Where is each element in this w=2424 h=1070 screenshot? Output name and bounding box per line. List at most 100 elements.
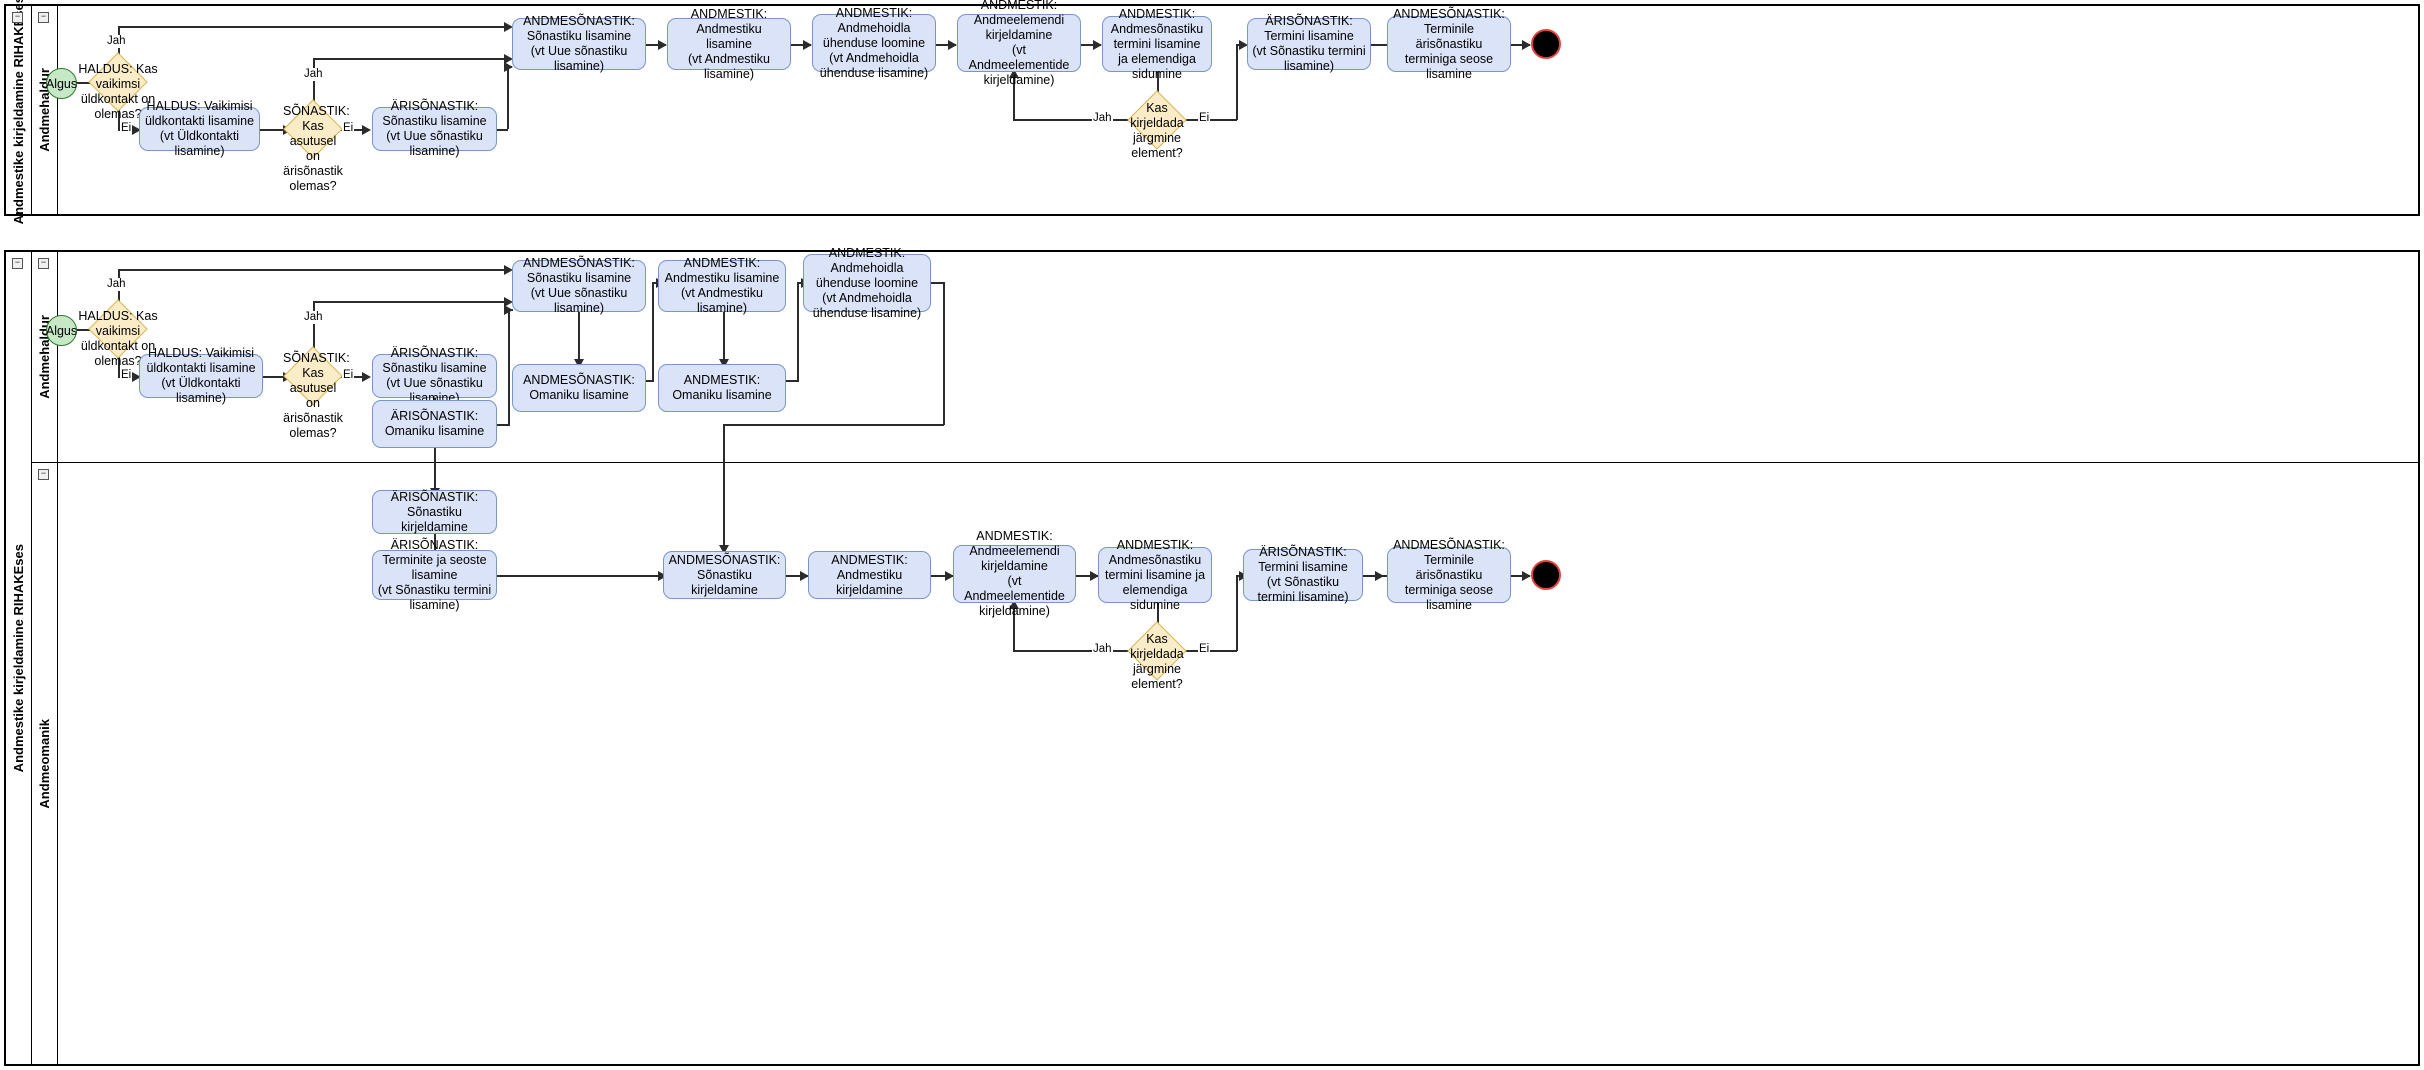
pool-title-1: Andmestike kirjeldamine RIHAKEses — [6, 0, 32, 224]
edge-label-kontakt-jah-2: Jah — [106, 278, 127, 291]
edge-gw-sonastik-jah-h-2 — [313, 301, 508, 303]
lane-collapse-icon-2b[interactable]: − — [38, 469, 49, 480]
pool-collapse-icon-1[interactable]: − — [12, 12, 23, 23]
arrowhead — [132, 124, 141, 135]
task-label: ÄRISÕNASTIK: Sõnastiku kirjeldamine — [390, 489, 479, 534]
lane-collapse-icon-1[interactable]: − — [38, 12, 49, 23]
task-andmeelement-kirjeldamine-1[interactable]: ANDMESTIK: Andmeelemendi kirjeldamine(vt… — [957, 0, 1081, 87]
task-label: ANDMESTIK: Andmestiku lisamine(vt Andmes… — [664, 256, 780, 315]
task-andmesonastik-lisamine-1[interactable]: ANDMESÕNASTIK: Sõnastiku lisamine(vt Uue… — [512, 14, 646, 73]
task-label: ANDMESTIK: Andmesõnastiku termini lisami… — [1110, 6, 1204, 81]
edge-gw-jah-v-2 — [1013, 607, 1015, 651]
task-terminile-seos-2[interactable]: ANDMESÕNASTIK: Terminile ärisõnastiku te… — [1387, 538, 1511, 612]
task-label: ANDMESTIK: Andmehoidla ühenduse loomine(… — [812, 245, 922, 320]
end-event-1[interactable] — [1531, 29, 1561, 59]
task-label: ANDMESÕNASTIK: Sõnastiku lisamine(vt Uue… — [523, 14, 635, 73]
task-andmestik-lisamine-1[interactable]: ANDMESTIK: Andmestiku lisamine(vt Andmes… — [667, 7, 791, 81]
lane-collapse-icon-2a[interactable]: − — [38, 258, 49, 269]
task-label: ANDMESTIK: Andmeelemendi kirjeldamine(vt… — [964, 529, 1065, 618]
task-andmestik-kirjeldamine-2[interactable]: ANDMESTIK: Andmestiku kirjeldamine — [808, 551, 931, 599]
task-andmeelement-kirjeldamine-2[interactable]: ANDMESTIK: Andmeelemendi kirjeldamine(vt… — [953, 529, 1076, 618]
lane-title-andmeomanik-2: Andmeomanik — [32, 463, 58, 1064]
lane-title-andmehaldur-2: Andmehaldur — [32, 252, 58, 462]
start-event-1[interactable]: Algus — [46, 68, 77, 99]
collapse-glyph: − — [40, 468, 47, 478]
task-termini-sidumine-1[interactable]: ANDMESTIK: Andmesõnastiku termini lisami… — [1102, 7, 1212, 81]
task-label: ÄRISÕNASTIK: Omaniku lisamine — [384, 409, 485, 438]
edge-andmesonastik-to-omanik — [578, 304, 580, 364]
pool-diagram-2: Andmestike kirjeldamine RIHAKEses − Andm… — [4, 246, 2420, 1066]
end-event-2[interactable] — [1531, 560, 1561, 590]
edge-ari-sonastik-h — [497, 129, 508, 131]
edge-kontakt-to-gw-sonastik-2 — [263, 376, 288, 378]
task-arisonastik-lisamine-2[interactable]: ÄRISÕNASTIK: Sõnastiku lisamine(vt Uue s… — [372, 346, 497, 405]
edge-label-sonastik-ei-2: Ei — [342, 369, 355, 382]
arrowhead — [658, 570, 667, 581]
task-termini-sidumine-2[interactable]: ANDMESTIK: Andmesõnastiku termini lisami… — [1098, 538, 1212, 612]
edge-gw-jah-v — [1013, 76, 1015, 120]
task-label: ANDMESTIK: Andmestiku lisamine(vt Andmes… — [688, 6, 770, 81]
edge-andmeson-kirj-to-andmestik-kirj — [786, 575, 808, 577]
task-arisonastik-terminid-2[interactable]: ÄRISÕNASTIK: Terminite ja seoste lisamin… — [372, 538, 497, 612]
edge-start-to-gw-kontakt — [74, 82, 96, 84]
edge-gw-ei-v-2 — [1236, 575, 1238, 651]
pool-collapse-icon-2[interactable]: − — [12, 258, 23, 269]
lane-andmehaldur-2: Andmehaldur − — [32, 252, 2418, 462]
pool-title-2: Andmestike kirjeldamine RIHAKEses — [6, 252, 32, 1064]
pool-title-label-1: Andmestike kirjeldamine RIHAKEses — [11, 0, 26, 225]
arrowhead — [504, 21, 513, 32]
edge-label-jargmine-ei-2: Ei — [1198, 643, 1211, 656]
task-label: ÄRISÕNASTIK: Termini lisamine(vt Sõnasti… — [1252, 14, 1366, 73]
arrowhead — [1093, 39, 1102, 50]
task-terminile-seos-1[interactable]: ANDMESÕNASTIK: Terminile ärisõnastiku te… — [1387, 7, 1511, 81]
edge-andmestik-omanik-v — [797, 282, 799, 381]
task-label: ÄRISÕNASTIK: Sõnastiku lisamine(vt Uue s… — [382, 99, 487, 158]
task-arisonastik-lisamine-1[interactable]: ÄRISÕNASTIK: Sõnastiku lisamine(vt Uue s… — [372, 99, 497, 158]
task-vaikimisi-uldkontakt-2[interactable]: HALDUS: Vaikimisi üldkontakti lisamine(v… — [139, 346, 263, 405]
edge-gw-sonastik-jah-v-2 — [313, 301, 315, 351]
edge-ari-omanik-down — [434, 448, 436, 493]
task-andmesonastik-lisamine-2[interactable]: ANDMESÕNASTIK: Sõnastiku lisamine(vt Uue… — [512, 256, 646, 315]
edge-andmehoidla-h2 — [723, 424, 944, 426]
edge-terminid-to-andmeson-kirj — [497, 575, 664, 577]
arrowhead — [504, 53, 513, 64]
edge-ari-omanik-v — [508, 309, 510, 425]
lane-label-andmeomanik-2: Andmeomanik — [37, 718, 52, 809]
arrowhead — [718, 359, 729, 368]
pool-diagram-1: Andmestike kirjeldamine RIHAKEses − Andm… — [4, 0, 2420, 224]
task-arisonastik-termin-2[interactable]: ÄRISÕNASTIK: Termini lisamine(vt Sõnasti… — [1243, 545, 1363, 604]
edge-gw-jah-h-2 — [1013, 650, 1131, 652]
arrowhead — [1239, 39, 1248, 50]
start-event-label-1: Algus — [45, 76, 78, 91]
task-andmehoidla-uhendus-1[interactable]: ANDMESTIK: Andmehoidla ühenduse loomine(… — [812, 6, 936, 80]
task-vaikimisi-uldkontakt-1[interactable]: HALDUS: Vaikimisi üldkontakti lisamine(v… — [139, 99, 260, 158]
start-event-2[interactable]: Algus — [46, 315, 77, 346]
arrowhead — [504, 304, 513, 315]
edge-gw-sonastik-jah-h — [313, 58, 508, 60]
arrowhead — [1090, 570, 1099, 581]
arrowhead — [718, 545, 729, 554]
edge-andmestik-to-andmehoidla — [791, 44, 811, 46]
task-andmestik-lisamine-2[interactable]: ANDMESTIK: Andmestiku lisamine(vt Andmes… — [658, 256, 786, 315]
edge-label-kontakt-ei-2: Ei — [120, 369, 133, 382]
lane-title-andmehaldur-1: Andmehaldur — [32, 6, 58, 214]
edge-sidumine-to-gw — [1157, 72, 1159, 102]
task-arisonastik-kirjeldamine-2[interactable]: ÄRISÕNASTIK: Sõnastiku kirjeldamine — [372, 490, 497, 534]
task-arisonastik-termin-1[interactable]: ÄRISÕNASTIK: Termini lisamine(vt Sõnasti… — [1247, 14, 1371, 73]
arrowhead — [504, 296, 513, 307]
lane-andmeomanik-2: Andmeomanik − — [32, 462, 2418, 1064]
arrowhead — [573, 359, 584, 368]
edge-gw-ei-v — [1236, 44, 1238, 120]
task-andmesonastik-kirjeldamine-2[interactable]: ANDMESÕNASTIK: Sõnastiku kirjeldamine — [663, 551, 786, 599]
task-andmehoidla-uhendus-2[interactable]: ANDMESTIK: Andmehoidla ühenduse loomine(… — [803, 246, 931, 320]
task-label: ANDMESTIK: Andmesõnastiku termini lisami… — [1104, 537, 1206, 612]
task-label: ANDMESÕNASTIK: Terminile ärisõnastiku te… — [1393, 537, 1505, 612]
edge-label-kontakt-jah-1: Jah — [106, 35, 127, 48]
task-andmesonastik-omanik-2[interactable]: ANDMESÕNASTIK: Omaniku lisamine — [512, 364, 646, 412]
edge-gw-kontakt-jah-h-2 — [118, 269, 508, 271]
task-arisonastik-omanik-2[interactable]: ÄRISÕNASTIK: Omaniku lisamine — [372, 400, 497, 448]
task-andmestik-omanik-2[interactable]: ANDMESTIK: Omaniku lisamine — [658, 364, 786, 412]
edge-sidumine-to-gw-2 — [1157, 603, 1159, 633]
edge-gw-jah-h — [1013, 119, 1131, 121]
lane-andmehaldur-1: Andmehaldur − — [32, 6, 2418, 214]
